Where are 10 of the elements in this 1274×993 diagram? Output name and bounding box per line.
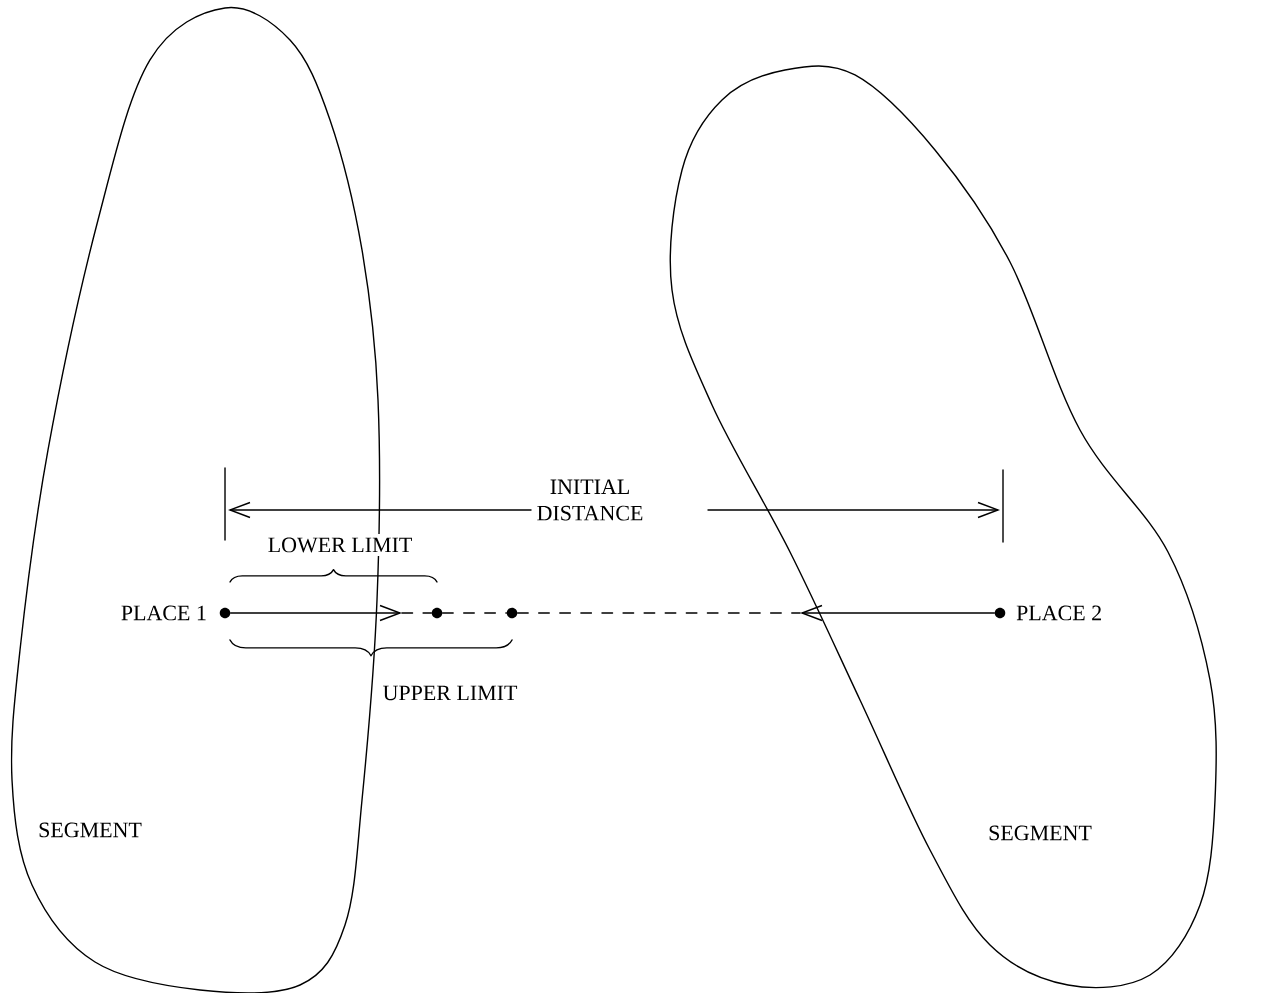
- connector: [800, 604, 996, 622]
- dimension-label: UPPER LIMIT: [379, 682, 521, 704]
- connector: [441, 612, 508, 614]
- dimension-label: INITIAL DISTANCE: [531, 475, 649, 525]
- connector: [516, 612, 801, 614]
- dimension-label: LOWER LIMIT: [264, 534, 416, 556]
- connector: [229, 604, 402, 622]
- point-label: PLACE 1: [121, 605, 206, 621]
- connector: [401, 612, 433, 614]
- point-label: PLACE 2: [1016, 605, 1101, 621]
